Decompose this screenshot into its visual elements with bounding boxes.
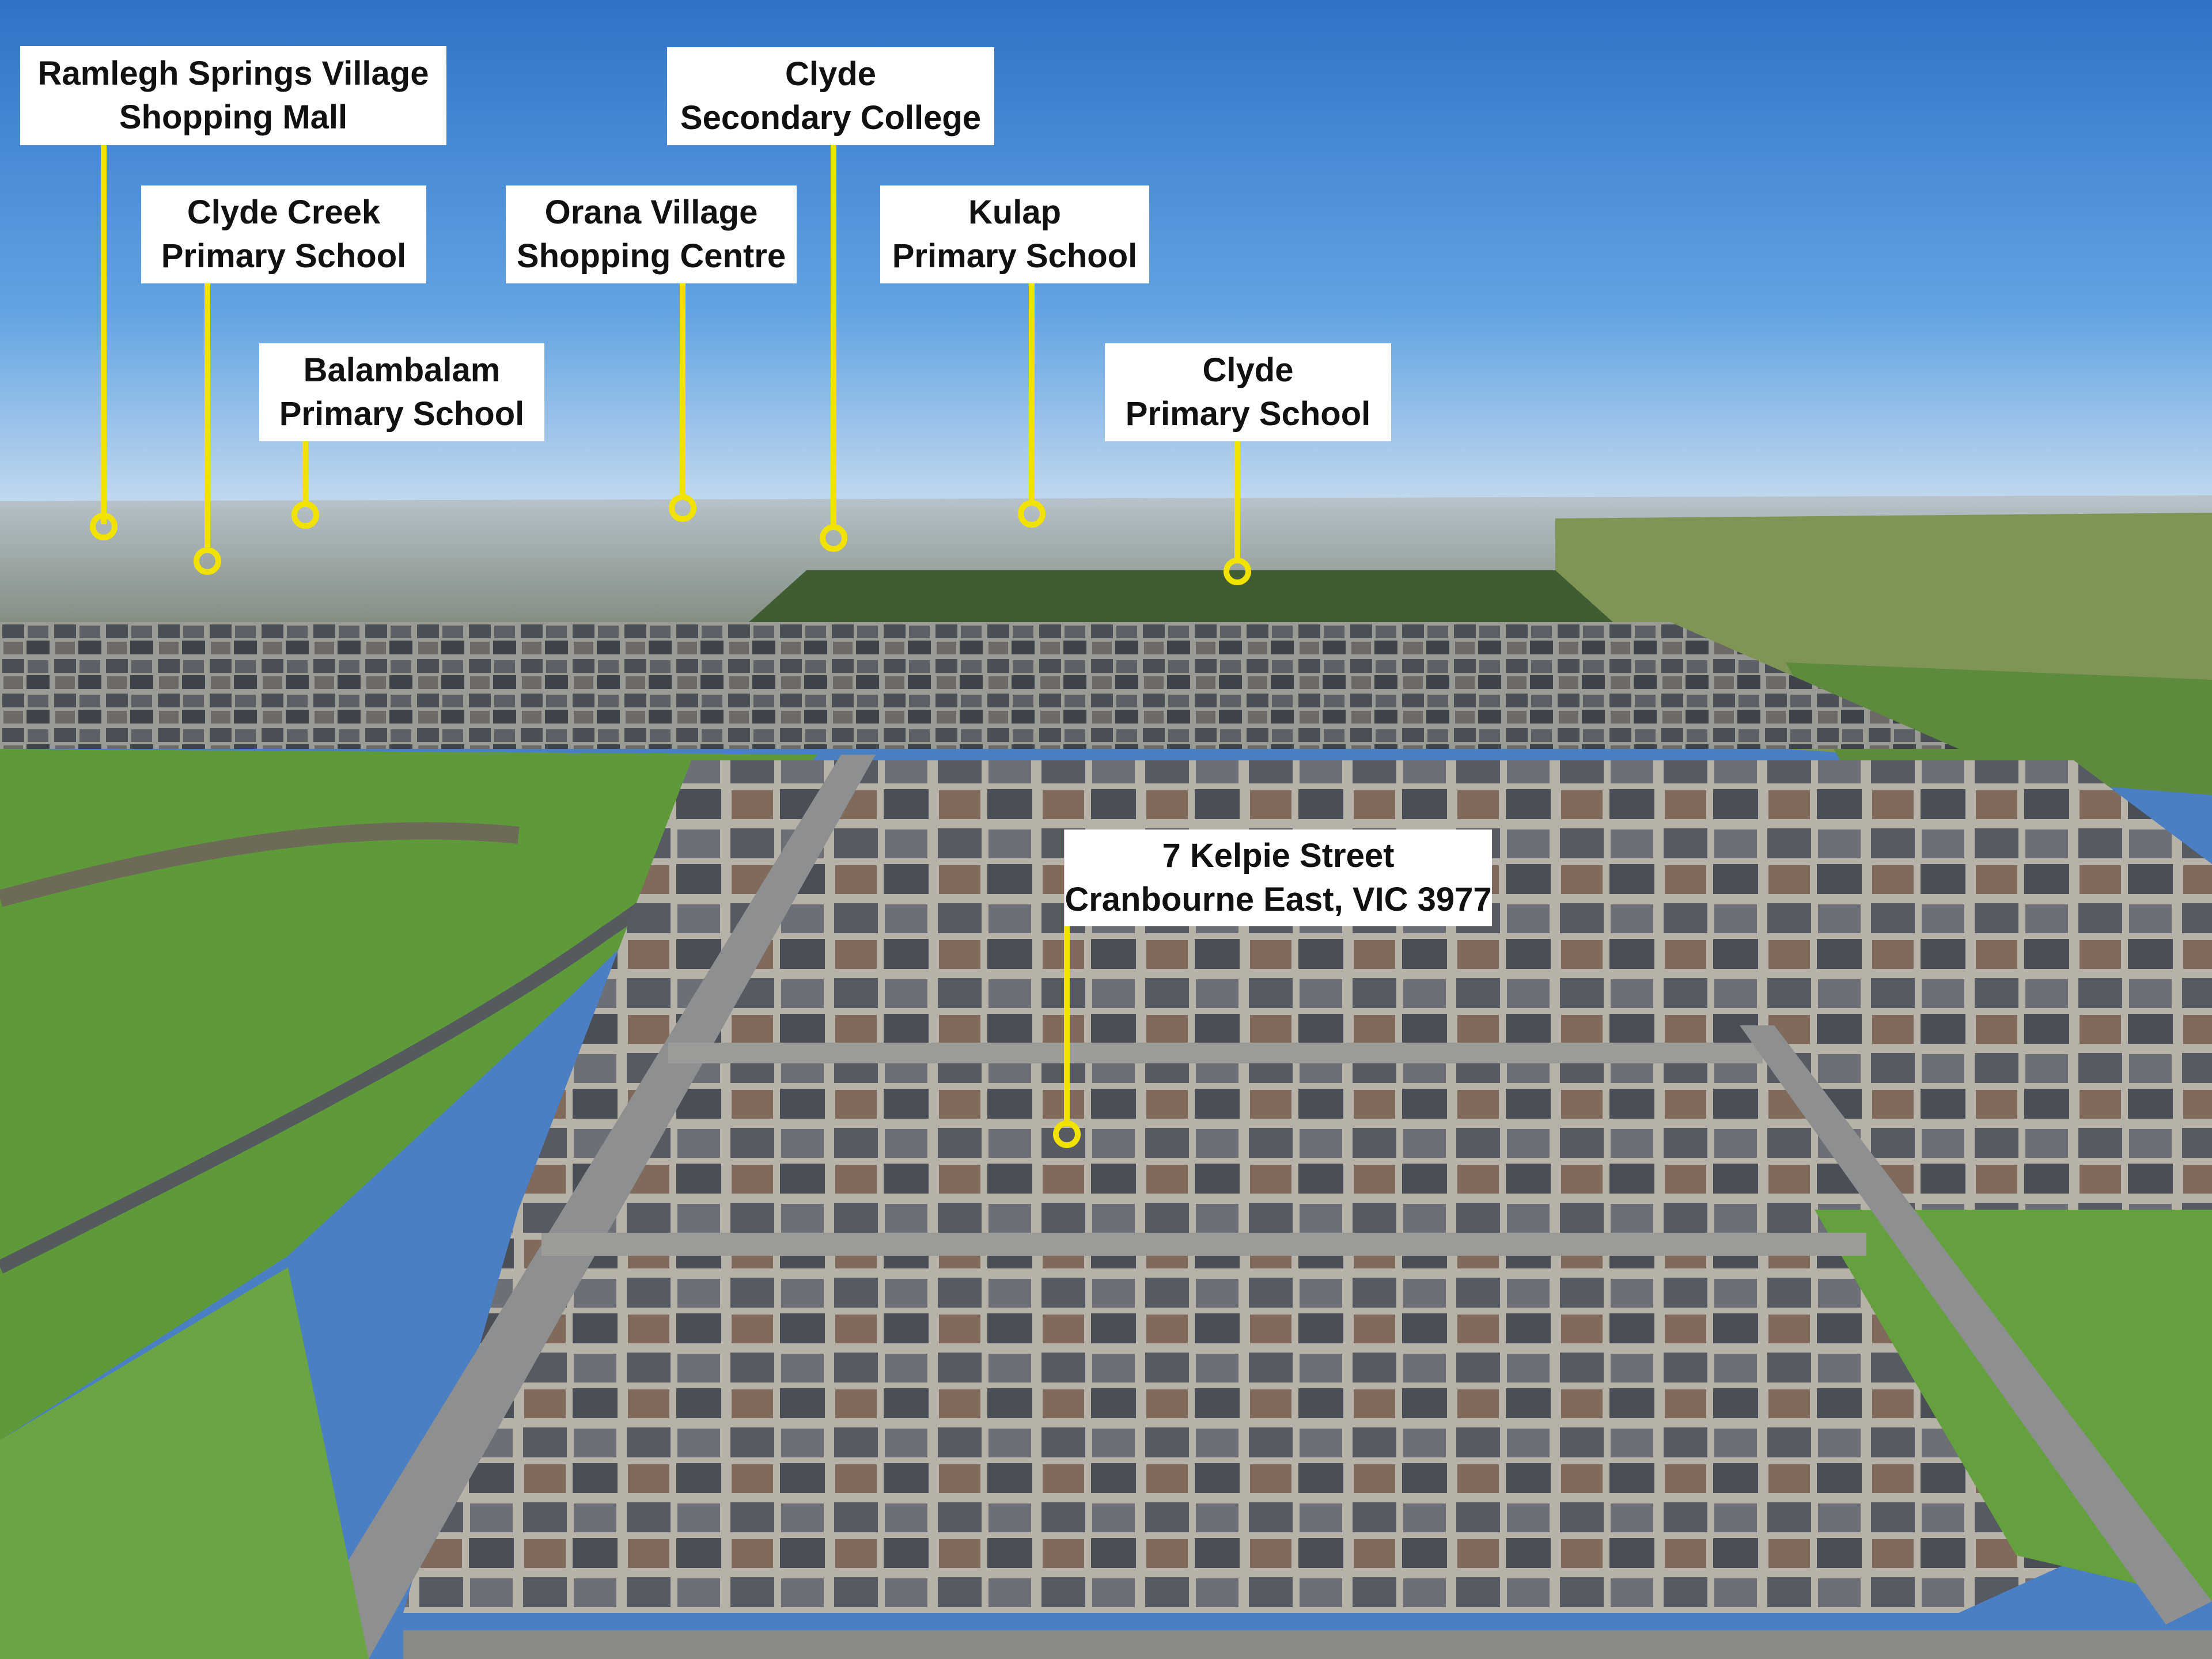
property-pin-line (1064, 830, 1070, 1120)
clyde-primary-label-line1: Clyde (1202, 351, 1294, 389)
property-address-street: 7 Kelpie Street (1162, 837, 1395, 874)
ramlegh-springs-label: Ramlegh Springs Village Shopping Mall (20, 46, 446, 145)
clyde-primary-pin-marker (1224, 558, 1251, 585)
kulap-pin-line (1029, 282, 1035, 501)
clyde-creek-pin-line (204, 282, 210, 547)
orana-pin-line (680, 282, 685, 495)
kulap-primary-label: Kulap Primary School (880, 185, 1149, 283)
kulap-label-line1: Kulap (968, 194, 1062, 231)
orana-village-label: Orana Village Shopping Centre (506, 185, 797, 283)
clyde-creek-pin-marker (194, 547, 221, 575)
balambalam-label-line1: Balambalam (303, 351, 501, 389)
clyde-secondary-college-label: Clyde Secondary College (667, 47, 994, 145)
property-pin-marker (1053, 1120, 1081, 1148)
orana-pin-marker (669, 494, 696, 522)
kulap-label-line2: Primary School (892, 237, 1138, 275)
ramlegh-pin-line (101, 144, 107, 524)
clyde-creek-primary-label: Clyde Creek Primary School (141, 185, 426, 283)
clyde-creek-label-line1: Clyde Creek (187, 194, 381, 231)
clyde-primary-label-line2: Primary School (1125, 395, 1371, 433)
clyde-college-pin-line (831, 144, 836, 530)
clyde-primary-label: Clyde Primary School (1105, 343, 1391, 441)
orana-label-line1: Orana Village (544, 194, 758, 231)
clyde-primary-pin-line (1234, 441, 1240, 562)
balambalam-pin-line (302, 441, 308, 504)
ramlegh-label-line1: Ramlegh Springs Village (37, 55, 429, 92)
property-address-label: 7 Kelpie Street Cranbourne East, VIC 397… (1065, 830, 1492, 926)
balambalam-primary-label: Balambalam Primary School (259, 343, 544, 441)
clyde-college-label-line2: Secondary College (680, 99, 982, 137)
ramlegh-label-line2: Shopping Mall (119, 99, 348, 136)
clyde-college-label-line1: Clyde (785, 55, 876, 93)
clyde-college-pin-marker (820, 524, 847, 552)
clyde-creek-label-line2: Primary School (161, 237, 407, 275)
kulap-pin-marker (1018, 500, 1046, 528)
property-address-suburb: Cranbourne East, VIC 3977 (1065, 881, 1492, 918)
orana-label-line2: Shopping Centre (516, 237, 786, 275)
balambalam-pin-marker (291, 501, 319, 529)
ramlegh-pin-marker (90, 513, 118, 540)
balambalam-label-line2: Primary School (279, 395, 525, 433)
